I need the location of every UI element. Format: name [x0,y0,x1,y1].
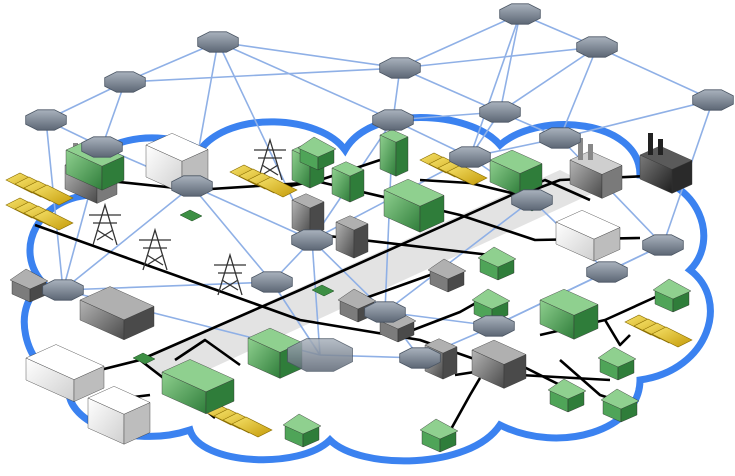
power-line [174,338,241,367]
communication-nodes [25,3,734,372]
octagon-node-icon [291,229,333,251]
octagon-node-icon [372,109,414,131]
octagon-node-icon [479,101,521,123]
factory-icon [639,133,693,194]
octagon-node-icon [104,71,146,93]
house-icon [427,258,467,293]
solar-panel-icon [5,172,74,206]
mesh-link [499,46,598,113]
mesh-link [493,244,664,327]
house-icon [297,136,337,171]
house-icon [547,378,587,413]
mesh-link [499,13,521,113]
pylon-icon [214,252,246,296]
mesh-link [399,46,598,69]
mesh-link [469,13,521,158]
octagon-node-icon [197,31,239,53]
octagon-node-icon [81,136,123,158]
pylon-icon [254,137,286,181]
octagon-node-icon [473,315,515,337]
pylon-icon [89,202,121,246]
octagon-node-icon [171,175,213,197]
factory-icon [489,149,543,196]
octagon-node-icon [642,234,684,256]
mesh-link [217,41,401,69]
octagon-node-icon [379,57,421,79]
house-icon [600,388,640,423]
mesh-link [191,185,313,241]
building-icon [335,215,369,259]
octagon-node-icon [539,127,581,149]
building-icon [87,386,151,445]
mesh-link [45,119,64,291]
house-icon [282,413,322,448]
octagon-node-icon [586,261,628,283]
octagon-node-icon [511,189,553,211]
mesh-link [311,239,321,356]
house-icon [652,278,692,313]
building-icon [331,161,365,203]
solar-panel-icon [419,152,488,186]
solar-panel-icon [5,197,74,231]
mesh-link [62,281,273,291]
octagon-node-icon [364,301,406,323]
mesh-link [384,199,533,313]
octagon-node-icon [25,109,67,131]
power-line [34,223,611,382]
building-icon [539,288,599,340]
solar-panel-icon [624,314,693,348]
power-line [443,377,482,441]
building-icon [555,210,621,262]
octagon-node-icon [499,3,541,25]
octagon-node-icon [42,279,84,301]
octagon-node-icon [692,89,734,111]
building-icon [79,286,155,341]
building-icon [291,193,325,237]
solar-panel-icon [229,164,298,198]
mesh-link [191,185,273,283]
car-icon [311,284,335,297]
factory-icon [569,138,623,199]
grid-assets [5,129,693,453]
octagon-node-icon [399,347,441,369]
octagon-node-icon [287,338,353,372]
mesh-link [399,13,521,69]
car-icon [132,352,156,365]
mesh-link [101,81,126,148]
building-icon [161,359,235,415]
power-line [603,319,631,347]
house-icon [597,346,637,381]
house-icon [419,418,459,453]
mesh-link [62,185,193,291]
mesh-link [124,67,401,83]
mesh-link [217,41,394,121]
solar-panel-icon [204,404,273,438]
mesh-link [399,67,501,113]
mesh-link [559,46,598,139]
octagon-node-icon [449,146,491,168]
octagon-node-icon [576,36,618,58]
building-icon [471,339,527,389]
car-icon [179,209,203,222]
mesh-link [559,99,714,139]
power-line [139,178,591,362]
building-icon [383,178,445,233]
building-icon [379,129,409,177]
mesh-link [596,46,714,101]
pylon-icon [139,227,171,271]
building-icon [25,344,105,402]
octagon-node-icon [251,271,293,293]
house-icon [477,246,517,281]
house-icon [9,268,49,303]
